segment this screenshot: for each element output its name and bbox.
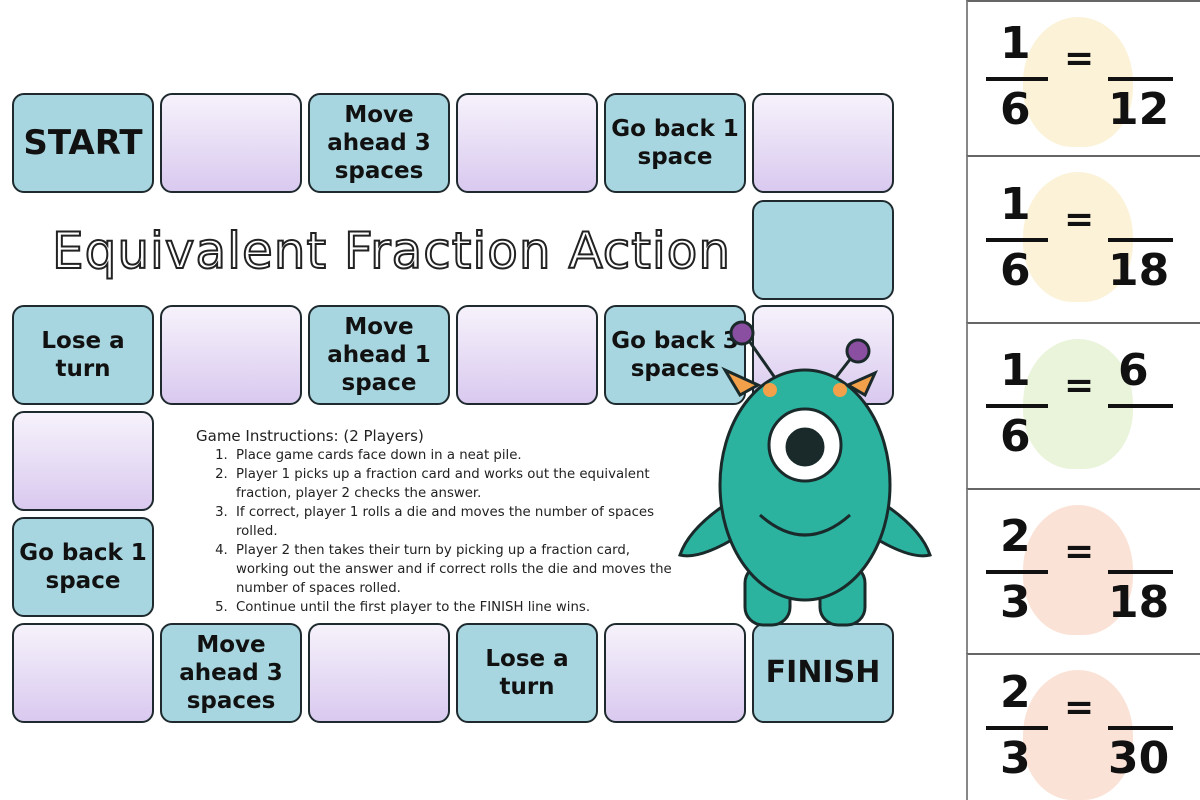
- right-denominator: 18: [1108, 244, 1170, 296]
- equals-sign: =: [1064, 530, 1095, 572]
- space-blank: [456, 93, 598, 193]
- space-blank: [604, 623, 746, 723]
- left-numerator: 2: [1000, 510, 1031, 562]
- fraction-card[interactable]: 1 6 = 18: [966, 155, 1200, 322]
- left-numerator: 1: [1000, 178, 1031, 230]
- fraction-bar: [986, 404, 1048, 408]
- fraction-bar: [1108, 725, 1173, 730]
- instructions-heading: Game Instructions: (2 Players): [196, 427, 424, 445]
- monster-illustration: [1023, 172, 1133, 302]
- space-move-ahead-3: Move ahead 3 spaces: [308, 93, 450, 193]
- instruction-step: If correct, player 1 rolls a die and mov…: [232, 503, 676, 541]
- space-blank: [752, 93, 894, 193]
- space-lose-turn: Lose a turn: [12, 305, 154, 405]
- right-numerator: 6: [1118, 345, 1149, 396]
- space-blank: [456, 305, 598, 405]
- space-blank: [308, 623, 450, 723]
- game-instructions: Game Instructions: (2 Players) Place gam…: [196, 427, 676, 617]
- equals-sign: =: [1064, 198, 1095, 240]
- fraction-bar: [986, 237, 1048, 242]
- fraction-card[interactable]: 2 3 = 30: [966, 653, 1200, 800]
- left-denominator: 6: [1000, 411, 1031, 462]
- equals-sign: =: [1064, 365, 1095, 406]
- left-numerator: 1: [1000, 17, 1031, 69]
- monster-illustration: [1023, 17, 1133, 147]
- space-finish: FINISH: [752, 623, 894, 723]
- instruction-step: Player 2 then takes their turn by pickin…: [232, 541, 676, 598]
- game-title: Equivalent Fraction Action: [51, 221, 732, 281]
- left-denominator: 3: [1000, 576, 1031, 628]
- left-numerator: 2: [1000, 666, 1031, 718]
- space-lose-turn: Lose a turn: [456, 623, 598, 723]
- instruction-step: Continue until the first player to the F…: [232, 598, 676, 617]
- fraction-bar: [986, 569, 1048, 574]
- space-start: START: [12, 93, 154, 193]
- right-denominator: 18: [1108, 576, 1170, 628]
- fraction-card[interactable]: 2 3 = 18: [966, 488, 1200, 653]
- right-denominator: 12: [1108, 83, 1170, 135]
- fraction-bar: [1108, 76, 1173, 81]
- equals-sign: =: [1064, 686, 1095, 728]
- fraction-card[interactable]: 1 6 = 6: [966, 322, 1200, 488]
- right-denominator: 30: [1108, 732, 1170, 784]
- space-go-back-1: Go back 1 space: [12, 517, 154, 617]
- fraction-bar: [1108, 569, 1173, 574]
- space-go-back-3: Go back 3 spaces: [604, 305, 746, 405]
- fraction-bar: [986, 76, 1048, 81]
- space-blank: [160, 305, 302, 405]
- left-denominator: 3: [1000, 732, 1031, 784]
- left-denominator: 6: [1000, 83, 1031, 135]
- equals-sign: =: [1064, 37, 1095, 79]
- space-blank: [12, 411, 154, 511]
- monster-illustration: [678, 320, 932, 627]
- fraction-bar: [986, 725, 1048, 730]
- space-blank: [752, 200, 894, 300]
- space-move-ahead-1: Move ahead 1 space: [308, 305, 450, 405]
- left-denominator: 6: [1000, 244, 1031, 296]
- fraction-card[interactable]: 1 6 = 12: [966, 0, 1200, 155]
- space-blank: [12, 623, 154, 723]
- space-move-ahead-3: Move ahead 3 spaces: [160, 623, 302, 723]
- space-go-back-1: Go back 1 space: [604, 93, 746, 193]
- fraction-bar: [1108, 404, 1173, 408]
- instruction-step: Place game cards face down in a neat pil…: [232, 446, 676, 465]
- fraction-bar: [1108, 237, 1173, 242]
- left-numerator: 1: [1000, 345, 1031, 396]
- monster-illustration: [1023, 670, 1133, 800]
- instruction-step: Player 1 picks up a fraction card and wo…: [232, 465, 676, 503]
- space-blank: [160, 93, 302, 193]
